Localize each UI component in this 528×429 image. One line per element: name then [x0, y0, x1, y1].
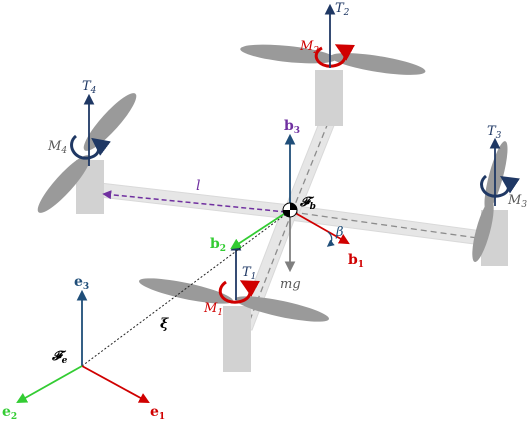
position-vector: [81, 213, 287, 367]
motor-block-1: [223, 306, 251, 372]
arm-centerline-1: [245, 211, 293, 331]
e3-label: e3: [74, 274, 89, 292]
propeller-3: [472, 141, 508, 262]
tilt-angle-label: β: [335, 225, 344, 240]
arm-centerline-2: [291, 117, 331, 213]
arm-to-motor-4: [99, 182, 291, 220]
thrust-label-3: T3: [487, 124, 502, 141]
b2-label: b2: [210, 236, 226, 254]
com-marker: [282, 202, 298, 218]
e1-axis: [81, 365, 150, 404]
thrust-label-1: T1: [242, 265, 256, 282]
thrust-label-2: T2: [335, 1, 350, 18]
arm-to-motor-3: [289, 204, 491, 247]
e2-label: e2: [2, 404, 17, 422]
b1-label: b1: [348, 252, 364, 270]
thrust-label-4: T4: [82, 79, 97, 96]
moment-arrow-3: [480, 174, 520, 198]
gravity-label: mg: [280, 277, 301, 292]
propeller-1: [139, 278, 329, 322]
moment-arrow-2: [314, 44, 355, 68]
moment-label-2: M2: [299, 39, 319, 56]
body-frame-label: 𝓕b: [299, 195, 316, 212]
moment-label-4: M4: [47, 139, 67, 156]
e2-axis: [16, 365, 83, 404]
motor-block-2: [315, 70, 343, 126]
b2-axis: [230, 209, 291, 250]
position-label: ξ: [160, 316, 169, 332]
arm-length-label: l: [196, 178, 200, 194]
inertial-frame-label: 𝓕e: [51, 349, 68, 366]
arm-centerline-3: [291, 211, 493, 241]
propeller-4: [37, 93, 137, 213]
arm-length-arrow: [102, 190, 287, 213]
frame-arms: [99, 117, 493, 331]
tilt-angle-arc: [326, 231, 335, 247]
moment-label-3: M3: [507, 193, 527, 210]
b1-axis: [289, 209, 350, 245]
moment-arrow-4: [70, 134, 111, 160]
moment-arrow-1: [218, 280, 260, 304]
e1-label: e1: [150, 404, 165, 422]
moment-label-1: M1: [203, 301, 223, 318]
b3-label: b3: [284, 118, 300, 136]
